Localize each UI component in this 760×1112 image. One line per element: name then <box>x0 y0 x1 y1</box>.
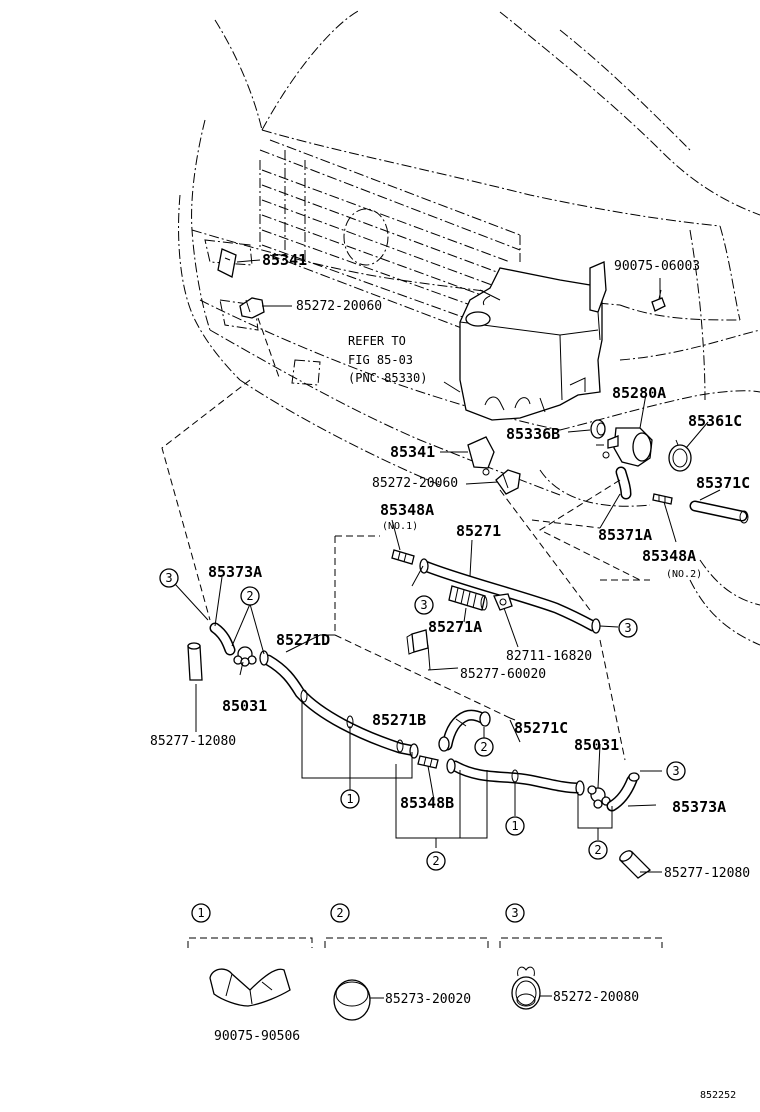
legend-label-85273-20020: 85273-20020 <box>385 992 471 1007</box>
label-no1: (NO.1) <box>382 521 418 532</box>
svg-text:1: 1 <box>511 819 518 833</box>
svg-text:2: 2 <box>594 843 601 857</box>
svg-text:2: 2 <box>336 906 343 920</box>
legend-callout-3: 3 <box>505 903 525 923</box>
svg-text:2: 2 <box>480 740 487 754</box>
label-85348A-no2: 85348A <box>642 547 696 565</box>
callout-2-right: 2 <box>588 840 608 860</box>
label-85373A-left: 85373A <box>208 563 262 581</box>
label-85272-20060-top: 85272-20060 <box>296 299 382 314</box>
callout-1-mid: 1 <box>505 816 525 836</box>
label-90075-06003: 90075-06003 <box>614 259 700 274</box>
clamp-85361C <box>668 439 692 472</box>
legend-grommet-85273-20020 <box>333 979 371 1021</box>
legend: 1 2 3 90075-90506 85273-20020 85272-20 <box>187 903 663 1044</box>
clip-85341-top <box>217 248 237 278</box>
connector-85348A-no1 <box>391 549 415 565</box>
connector-85348A-no2 <box>652 493 673 505</box>
callout-3-right: 3 <box>666 761 686 781</box>
grommet-85336B <box>590 419 606 439</box>
clamp-85272-20060-mid <box>495 469 521 495</box>
washer-pump <box>596 427 653 467</box>
clamp-85272-20060-top <box>239 297 265 319</box>
elbow-85373A-right <box>606 772 640 812</box>
label-85271: 85271 <box>456 522 501 540</box>
clip-82711-16820 <box>493 593 513 611</box>
svg-text:3: 3 <box>624 621 631 635</box>
label-85272-20060-mid: 85272-20060 <box>372 476 458 491</box>
part-labels: 85341 85272-20060 REFER TO FIG 85-03 (PN… <box>150 251 750 881</box>
hose-85271B <box>438 709 491 752</box>
callout-2-bottom: 2 <box>426 851 446 871</box>
hose-85371C <box>689 500 749 524</box>
elbow-85373A-left <box>209 622 236 656</box>
label-85348A-no1: 85348A <box>380 501 434 519</box>
legend-callout-1: 1 <box>191 903 211 923</box>
sleeve-85277-12080-left <box>187 642 203 681</box>
legend-label-90075-90506: 90075-90506 <box>214 1029 300 1044</box>
label-85277-12080-left: 85277-12080 <box>150 734 236 749</box>
label-85271B: 85271B <box>372 711 426 729</box>
label-85348B: 85348B <box>400 794 454 812</box>
label-85341-mid: 85341 <box>390 443 435 461</box>
front-grille <box>259 139 521 336</box>
callout-1-left: 1 <box>340 789 360 809</box>
label-85277-60020: 85277-60020 <box>460 667 546 682</box>
svg-text:3: 3 <box>165 571 172 585</box>
washer-reservoir-85280A <box>459 261 607 421</box>
label-85336B: 85336B <box>506 425 560 443</box>
svg-text:1: 1 <box>346 792 353 806</box>
label-85031-right: 85031 <box>574 736 619 754</box>
legend-clamp-90075-90506 <box>209 968 291 1007</box>
label-85371C: 85371C <box>696 474 750 492</box>
callout-3-nozzle: 3 <box>414 595 434 615</box>
label-85277-12080-right: 85277-12080 <box>664 866 750 881</box>
clip-85341-mid <box>467 436 495 476</box>
legend-label-85272-20080: 85272-20080 <box>553 990 639 1005</box>
hose-85271C <box>446 758 585 796</box>
svg-text:3: 3 <box>672 764 679 778</box>
label-85271C: 85271C <box>514 719 568 737</box>
hose-85371A <box>615 466 632 500</box>
label-refer-to: REFER TO <box>348 334 406 348</box>
label-85341-top: 85341 <box>262 251 307 269</box>
sleeve-85277-12080-right <box>618 850 652 879</box>
svg-text:3: 3 <box>511 906 518 920</box>
label-85271D: 85271D <box>276 631 330 649</box>
cover-85277-60020 <box>406 629 429 655</box>
protector-85271A <box>448 585 488 611</box>
bolt-90075-06003 <box>651 289 666 312</box>
label-85373A-right: 85373A <box>672 798 726 816</box>
label-no2: (NO.2) <box>666 569 702 580</box>
label-85280A: 85280A <box>612 384 666 402</box>
callout-circles: 3 2 3 3 1 2 1 3 2 2 <box>159 568 686 871</box>
label-85271A: 85271A <box>428 618 482 636</box>
figure-number: 852252 <box>700 1090 736 1101</box>
svg-text:3: 3 <box>420 598 427 612</box>
vehicle-body-outline <box>178 9 760 646</box>
hose-85271D <box>259 650 419 759</box>
label-refer-pnc: (PNC 85330) <box>348 371 427 385</box>
nozzle-group-box <box>334 535 650 721</box>
label-82711-16820: 82711-16820 <box>506 649 592 664</box>
label-85361C: 85361C <box>688 412 742 430</box>
svg-text:1: 1 <box>197 906 204 920</box>
joint-85031-left <box>233 646 257 667</box>
callout-2-mid: 2 <box>474 737 494 757</box>
connector-85348B <box>417 755 439 769</box>
leader-lines <box>161 259 721 873</box>
legend-spring-clamp-85272-20080 <box>511 966 541 1010</box>
hose-85271 <box>419 558 601 634</box>
callout-3-right-hose: 3 <box>618 618 638 638</box>
svg-text:2: 2 <box>246 589 253 603</box>
legend-callout-2: 2 <box>330 903 350 923</box>
label-refer-fig: FIG 85-03 <box>348 353 413 367</box>
callout-3-left: 3 <box>159 568 179 588</box>
callout-2-left: 2 <box>240 586 260 606</box>
svg-text:2: 2 <box>432 854 439 868</box>
label-85031-left: 85031 <box>222 697 267 715</box>
label-85371A: 85371A <box>598 526 652 544</box>
